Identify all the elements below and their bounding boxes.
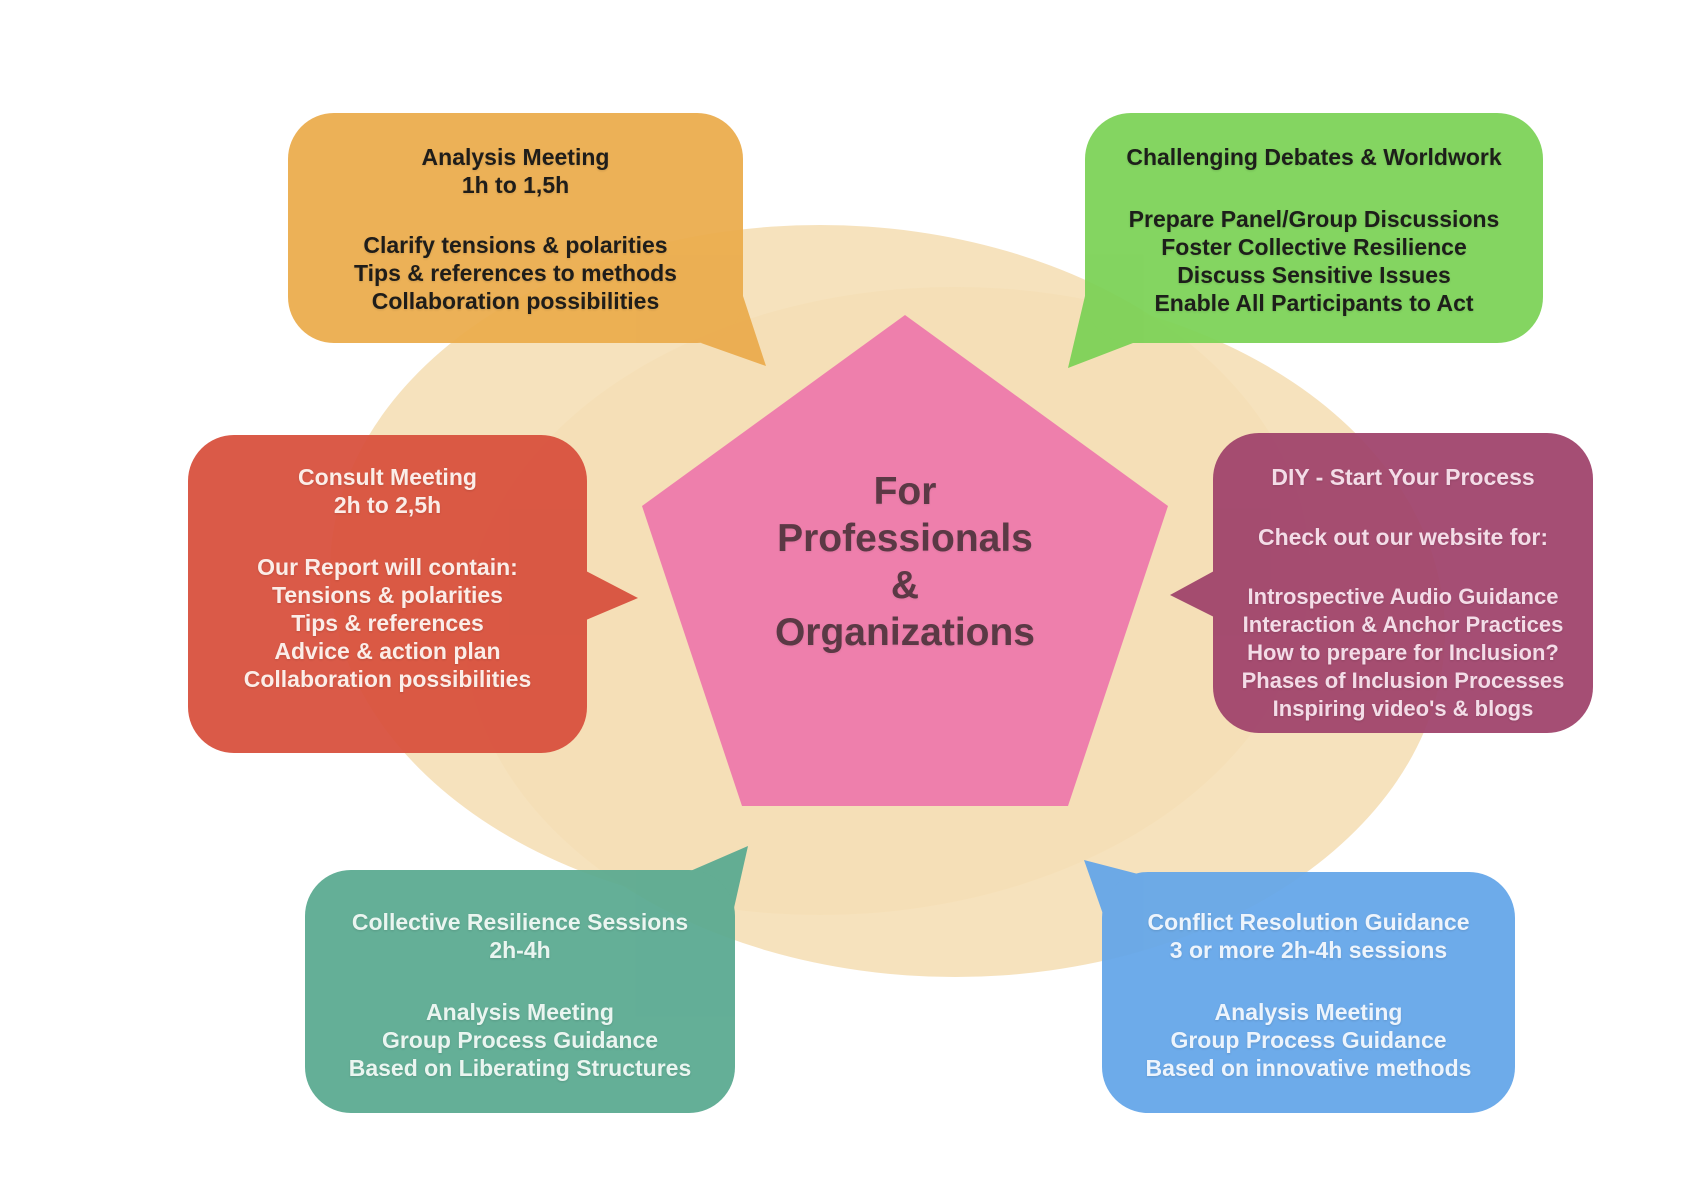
- bubble-challenging-debates: Challenging Debates & Worldwork Prepare …: [1085, 113, 1543, 343]
- bubble-line: Group Process Guidance: [381, 1027, 659, 1053]
- bubble-line: Tensions & polarities: [272, 582, 503, 608]
- bubble-body: [1085, 113, 1543, 343]
- bubble-line: Advice & action plan: [274, 638, 501, 664]
- bubble-body: [288, 113, 743, 343]
- bubble-line: Tips & references to methods: [354, 260, 677, 286]
- pentagon: [642, 315, 1168, 806]
- bubble-collective-resilience: Collective Resilience Sessions 2h-4h Ana…: [305, 870, 735, 1113]
- bubble-body: [1102, 872, 1515, 1113]
- bubble-line: Our Report will contain:: [257, 554, 518, 580]
- bubble-body: [1213, 433, 1593, 733]
- bubble-line: Analysis Meeting: [1214, 999, 1403, 1025]
- bubble-shape-challenging-debates: [1068, 113, 1543, 368]
- bubble-intro: Check out our website for:: [1257, 524, 1549, 550]
- bubble-tail: [1084, 860, 1138, 917]
- bubble-subtitle: 2h to 2,5h: [333, 492, 442, 518]
- bubble-title: DIY - Start Your Process: [1271, 464, 1535, 490]
- bubble-line: Collaboration possibilities: [371, 288, 660, 314]
- bubble-tail: [586, 571, 638, 620]
- bubble-line: How to prepare for Inclusion?: [1247, 640, 1559, 665]
- bubble-tail: [701, 296, 766, 366]
- bubble-analysis-meeting: Analysis Meeting 1h to 1,5h Clarify tens…: [288, 113, 743, 343]
- bubble-body: [188, 435, 587, 753]
- bubble-shape-collective-resilience: [305, 846, 748, 1113]
- bubble-line: Tips & references: [291, 610, 484, 636]
- bubble-shape-diy: [1170, 433, 1593, 733]
- bubble-line: Clarify tensions & polarities: [363, 232, 668, 258]
- bubble-line: Enable All Participants to Act: [1154, 290, 1474, 316]
- bubble-shape-conflict-resolution: [1084, 860, 1515, 1113]
- bubble-line: Phases of Inclusion Processes: [1241, 668, 1565, 693]
- bubble-tail: [1068, 296, 1133, 368]
- bubble-line: Introspective Audio Guidance: [1247, 584, 1559, 609]
- bubble-line: Based on Liberating Structures: [348, 1055, 692, 1081]
- bubble-line: Collaboration possibilities: [243, 666, 532, 692]
- bubble-line: Prepare Panel/Group Discussions: [1128, 206, 1500, 232]
- bubble-consult-meeting: Consult Meeting 2h to 2,5h Our Report wi…: [188, 435, 587, 753]
- bubble-tail: [688, 846, 748, 908]
- bubble-conflict-resolution: Conflict Resolution Guidance 3 or more 2…: [1102, 872, 1515, 1113]
- pentagon-line: For: [873, 470, 937, 513]
- bubble-title: Collective Resilience Sessions: [351, 909, 689, 935]
- bubble-line: Discuss Sensitive Issues: [1177, 262, 1451, 288]
- bubble-line: Interaction & Anchor Practices: [1242, 612, 1564, 637]
- bubble-tail: [1170, 571, 1214, 617]
- bubble-shape-analysis-meeting: [288, 113, 766, 366]
- bubble-subtitle: 1h to 1,5h: [461, 172, 570, 198]
- bubble-diy: DIY - Start Your Process Check out our w…: [1213, 433, 1593, 733]
- bubble-line: Inspiring video's & blogs: [1272, 696, 1534, 721]
- bubble-title: Conflict Resolution Guidance: [1147, 909, 1470, 935]
- bubble-line: Group Process Guidance: [1170, 1027, 1447, 1053]
- bubble-line: Foster Collective Resilience: [1161, 234, 1467, 260]
- bubble-body: [305, 870, 735, 1113]
- pentagon-text: For Professionals & Organizations: [655, 468, 1155, 656]
- pentagon-line: Organizations: [774, 611, 1036, 654]
- bubble-title: Consult Meeting: [298, 464, 477, 490]
- bubble-line: Based on innovative methods: [1145, 1055, 1472, 1081]
- bubble-title: Analysis Meeting: [421, 144, 610, 170]
- bubble-shape-consult-meeting: [188, 435, 638, 753]
- pentagon-line: Professionals: [777, 517, 1033, 560]
- bubble-subtitle: 3 or more 2h-4h sessions: [1169, 937, 1448, 963]
- bubble-subtitle: 2h-4h: [489, 937, 551, 963]
- pentagon-line: &: [890, 564, 920, 607]
- bubble-title: Challenging Debates & Worldwork: [1126, 144, 1502, 170]
- bubble-line: Analysis Meeting: [426, 999, 614, 1025]
